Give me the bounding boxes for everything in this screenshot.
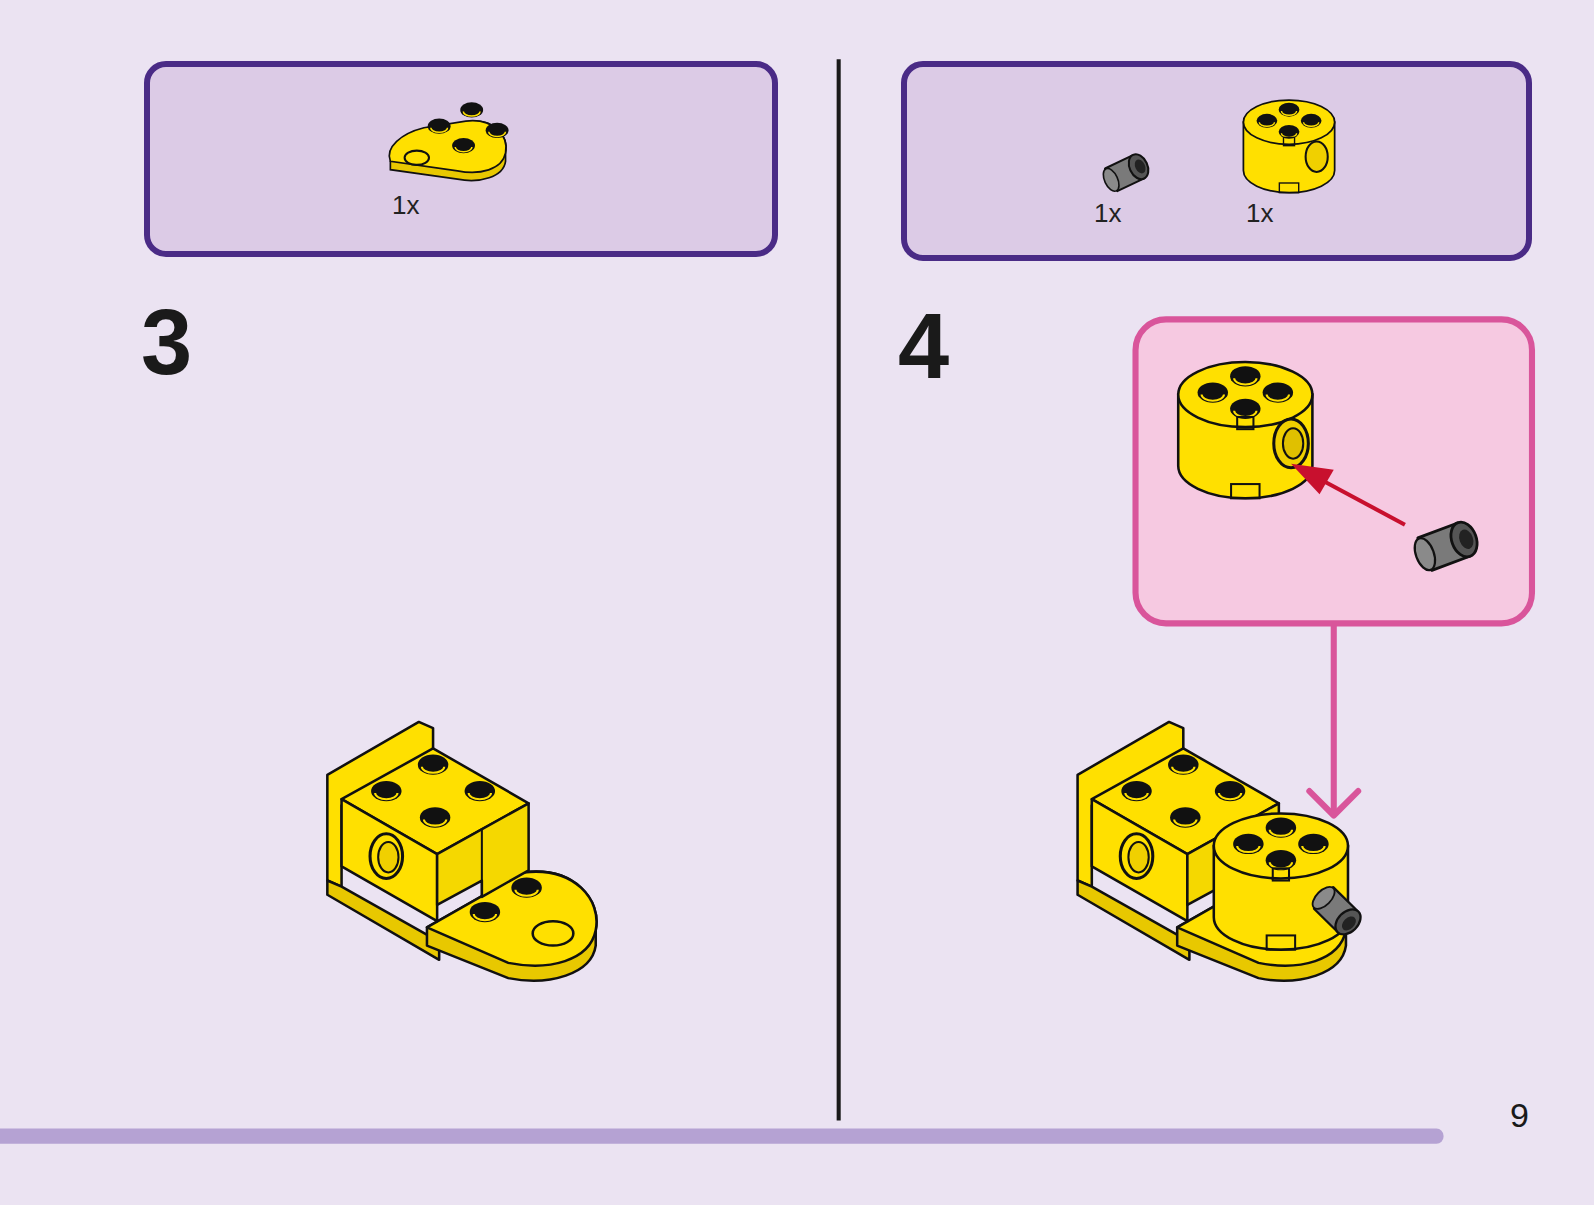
part-quantity: 1x	[392, 192, 419, 218]
step-number: 4	[898, 300, 949, 392]
page-number: 9	[1510, 1098, 1529, 1132]
part-quantity: 1x	[1246, 200, 1273, 226]
parts-list-box: 1x 1x	[901, 61, 1532, 261]
parts-list-box: 1x	[144, 61, 778, 257]
part-quantity: 1x	[1094, 200, 1121, 226]
step-number: 3	[141, 296, 192, 388]
